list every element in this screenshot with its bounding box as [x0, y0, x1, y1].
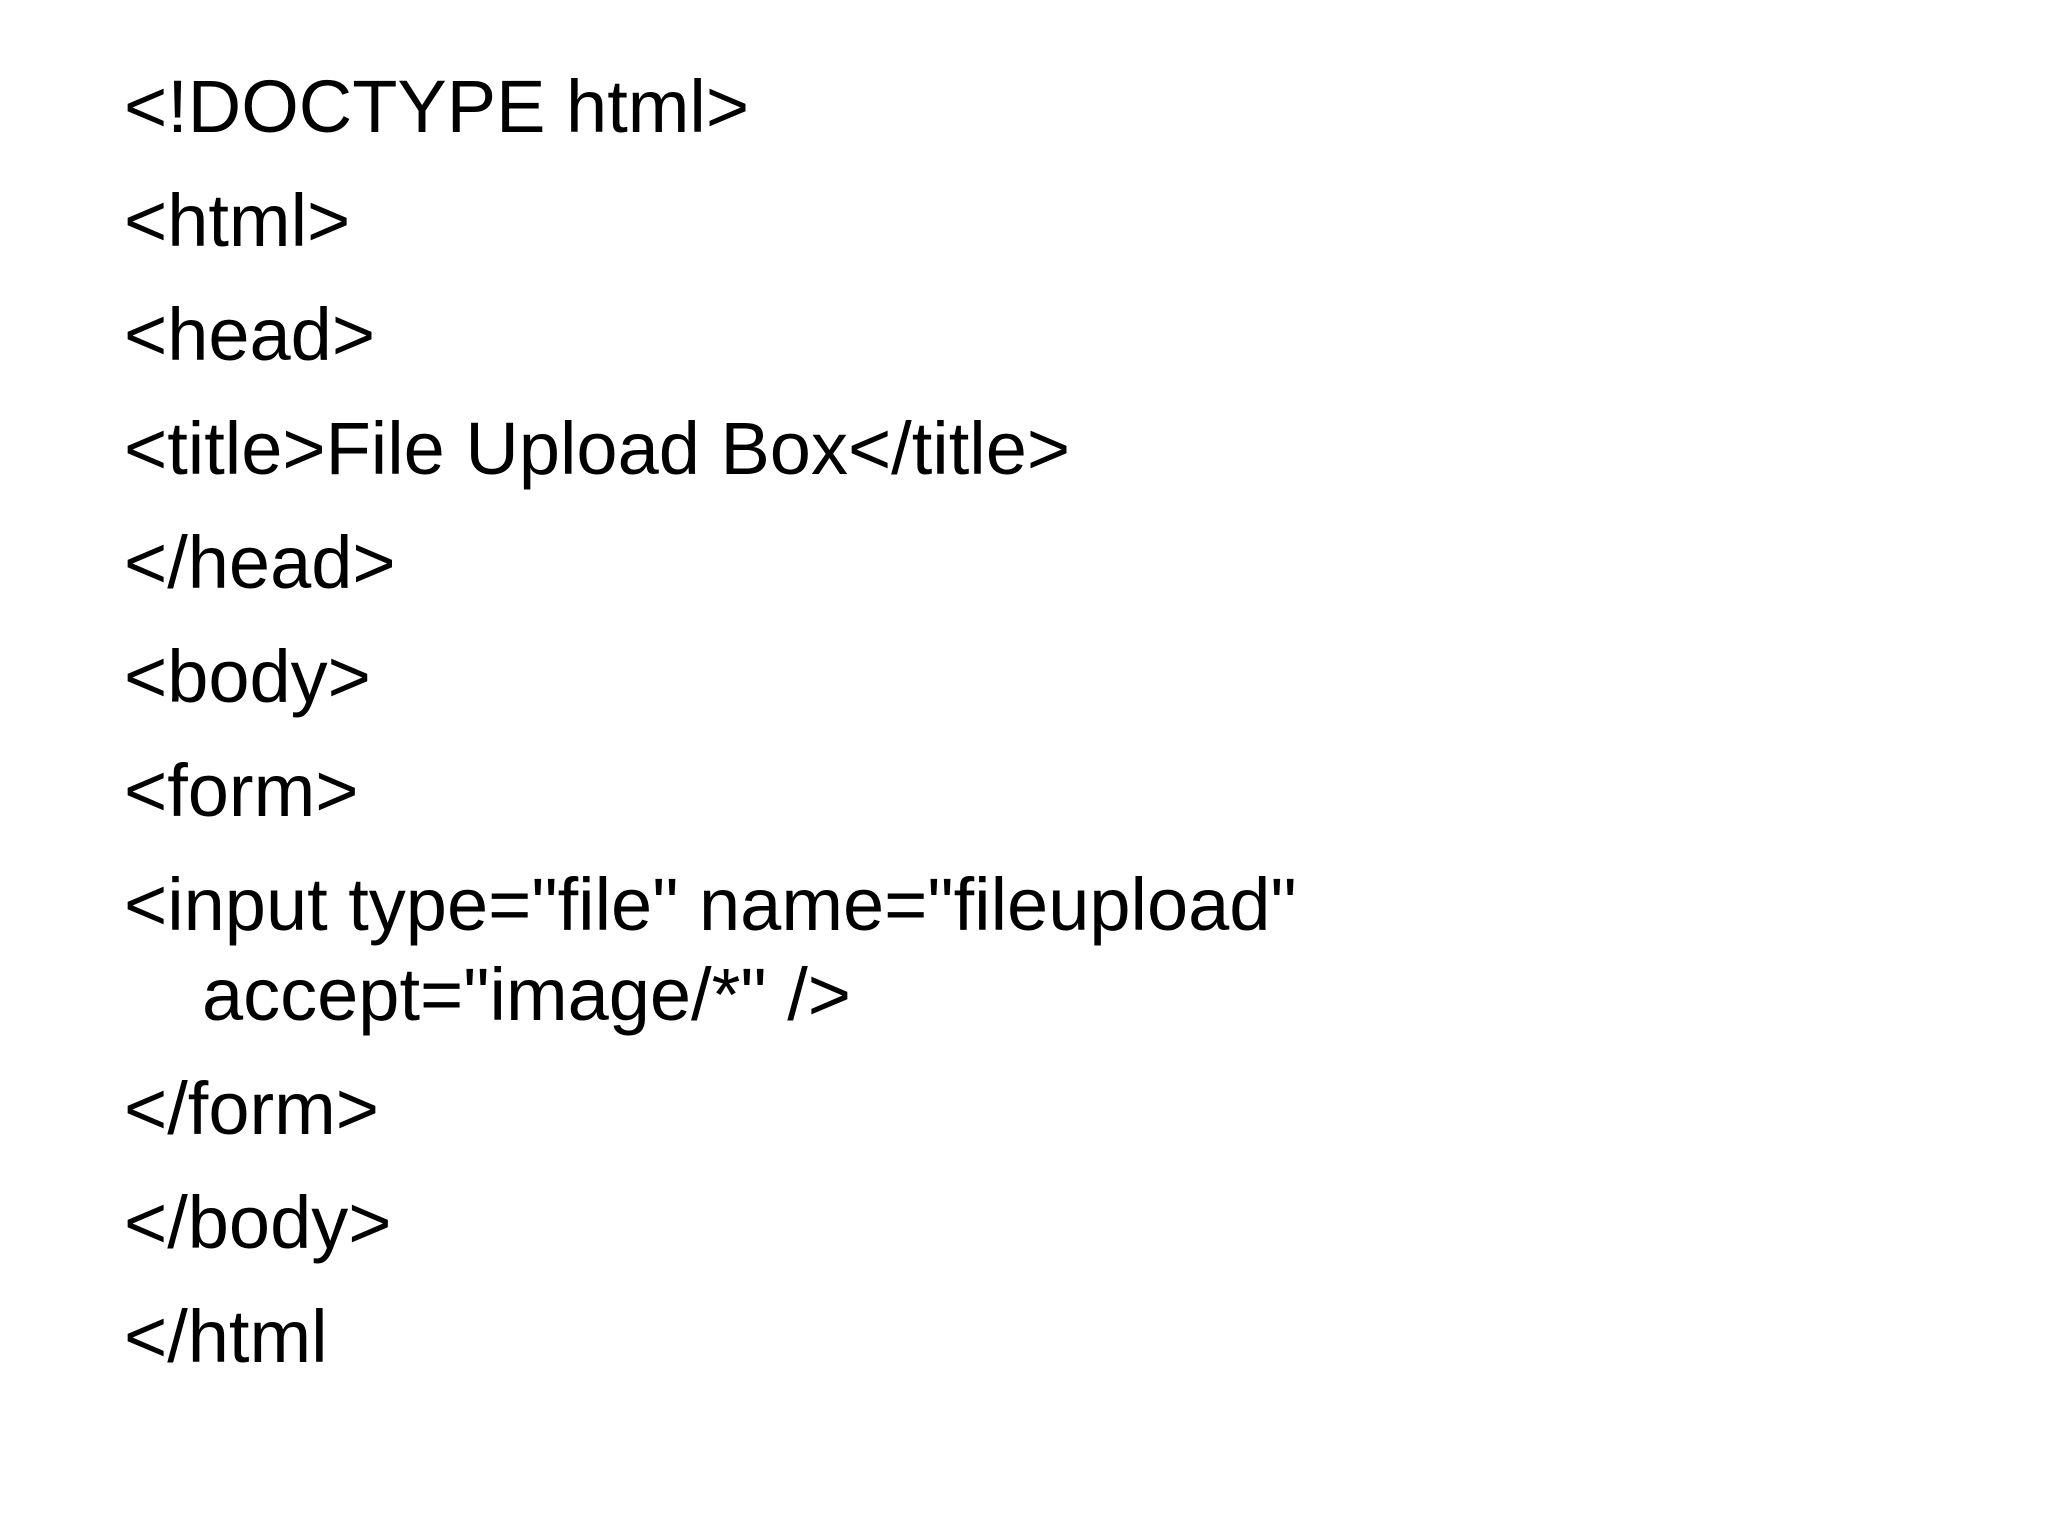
code-listing: <!DOCTYPE html> <html> <head> <title>Fil…	[124, 62, 1924, 1406]
code-line-form-close: </form>	[124, 1067, 379, 1150]
code-line-input: <input type="file" name="fileupload" acc…	[124, 860, 1924, 1040]
code-line-head-close: </head>	[124, 521, 396, 604]
code-line-html-open: <html>	[124, 179, 351, 262]
code-line-doctype: <!DOCTYPE html>	[124, 65, 750, 148]
code-line-body-close: </body>	[124, 1181, 392, 1264]
code-line-form-open: <form>	[124, 749, 359, 832]
code-line-head-open: <head>	[124, 293, 376, 376]
code-line-body-open: <body>	[124, 635, 371, 718]
code-line-html-close: </html	[124, 1295, 328, 1378]
code-line-title: <title>File Upload Box</title>	[124, 407, 1071, 490]
code-line-input-part2: accept="image/*" />	[202, 953, 852, 1036]
code-line-input-part1: <input type="file" name="fileupload"	[124, 863, 1297, 946]
